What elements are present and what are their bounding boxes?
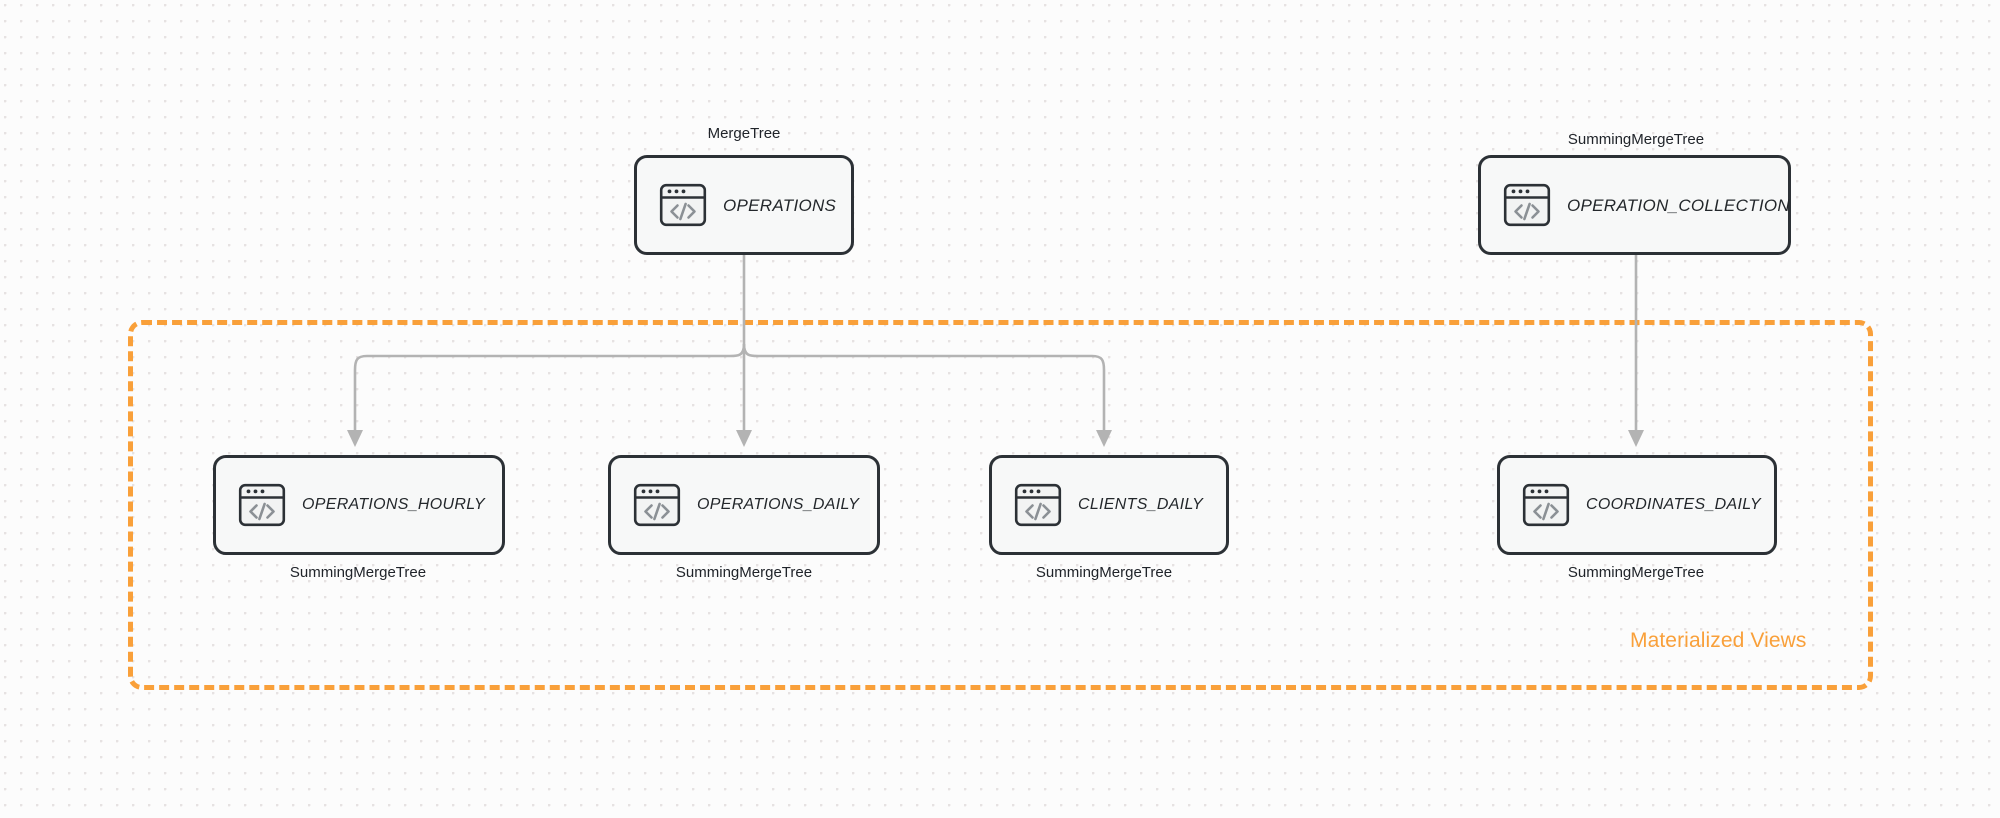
node-operations-hourly[interactable]: OPERATIONS_HOURLY bbox=[213, 455, 505, 555]
node-operations[interactable]: OPERATIONS bbox=[634, 155, 854, 255]
materialized-views-group-frame bbox=[128, 320, 1873, 690]
caption-clients-daily-engine: SummingMergeTree bbox=[1035, 564, 1173, 581]
node-operations-daily[interactable]: OPERATIONS_DAILY bbox=[608, 455, 880, 555]
node-operations-label: OPERATIONS bbox=[723, 195, 837, 215]
code-window-icon bbox=[1522, 483, 1570, 527]
caption-operations-daily-engine: SummingMergeTree bbox=[675, 564, 813, 581]
caption-operation-collection-engine: SummingMergeTree bbox=[1567, 131, 1705, 148]
caption-operations-hourly-engine: SummingMergeTree bbox=[289, 564, 427, 581]
node-coordinates-daily-label: COORDINATES_DAILY bbox=[1586, 496, 1761, 513]
node-clients-daily-label: CLIENTS_DAILY bbox=[1078, 496, 1204, 513]
caption-operations-engine: MergeTree bbox=[707, 125, 781, 142]
node-operations-daily-label: OPERATIONS_DAILY bbox=[697, 496, 860, 513]
node-clients-daily[interactable]: CLIENTS_DAILY bbox=[989, 455, 1229, 555]
node-operation-collection[interactable]: OPERATION_COLLECTION bbox=[1478, 155, 1791, 255]
materialized-views-group-label: Materialized Views bbox=[1630, 629, 1807, 652]
code-window-icon bbox=[1014, 483, 1062, 527]
code-window-icon bbox=[633, 483, 681, 527]
caption-coordinates-daily-engine: SummingMergeTree bbox=[1567, 564, 1705, 581]
code-window-icon bbox=[659, 183, 707, 227]
code-window-icon bbox=[238, 483, 286, 527]
node-coordinates-daily[interactable]: COORDINATES_DAILY bbox=[1497, 455, 1777, 555]
node-operation-collection-label: OPERATION_COLLECTION bbox=[1567, 195, 1790, 215]
node-operations-hourly-label: OPERATIONS_HOURLY bbox=[302, 496, 485, 513]
code-window-icon bbox=[1503, 183, 1551, 227]
